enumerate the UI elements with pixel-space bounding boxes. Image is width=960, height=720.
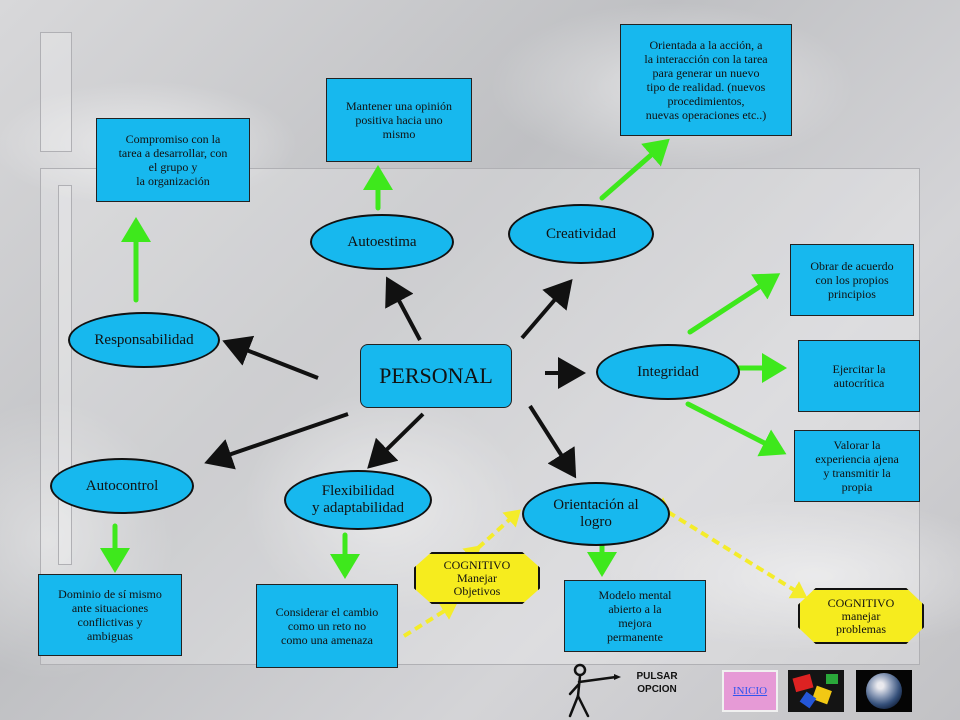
box-orientada: Orientada a la acción, a la interacción … <box>620 24 792 136</box>
arrow-to-autoestima <box>385 276 422 341</box>
blocks-thumbnail-button[interactable] <box>788 670 844 712</box>
box-mantener: Mantener una opinión positiva hacia uno … <box>326 78 472 162</box>
block-icon-green <box>826 674 838 684</box>
stick-figure-pointing-icon <box>568 663 621 718</box>
yellow-dash-orientacion-problemas <box>652 497 808 599</box>
box-considerar: Considerar el cambio como un reto no com… <box>256 584 398 668</box>
cognitive-problemas: COGNITIVO manejar problemas <box>798 588 924 644</box>
block-icon-red <box>792 673 814 693</box>
arrow-to-flexibilidad <box>367 412 425 469</box>
green-arrow-creatividad <box>599 138 670 201</box>
box-valorar: Valorar la experiencia ajena y transmiti… <box>794 430 920 502</box>
inicio-button[interactable]: INICIO <box>722 670 778 712</box>
node-creatividad: Creatividad <box>508 204 654 264</box>
green-arrow-obrar <box>687 273 781 335</box>
cognitive-objetivos: COGNITIVO Manejar Objetivos <box>414 552 540 604</box>
inicio-button-label: INICIO <box>732 685 768 697</box>
arrow-to-autocontrol <box>204 412 349 470</box>
arrow-to-creatividad <box>520 278 573 340</box>
green-arrow-valorar <box>685 401 787 457</box>
node-personal: PERSONAL <box>360 344 512 408</box>
box-modelo: Modelo mental abierto a la mejora perman… <box>564 580 706 652</box>
arrow-to-responsabilidad <box>222 335 319 380</box>
yellow-dash-considerar-objetivos <box>402 602 458 638</box>
earth-icon <box>866 673 902 709</box>
node-flexibilidad: Flexibilidad y adaptabilidad <box>284 470 432 530</box>
box-dominio: Dominio de sí mismo ante situaciones con… <box>38 574 182 656</box>
earth-thumbnail-button[interactable] <box>856 670 912 712</box>
yellow-dash-objetivos-orientacion <box>462 509 521 564</box>
arrow-to-orientacion <box>528 404 577 479</box>
node-orientacion: Orientación al logro <box>522 482 670 546</box>
box-compromiso: Compromiso con la tarea a desarrollar, c… <box>96 118 250 202</box>
node-autoestima: Autoestima <box>310 214 454 270</box>
node-autocontrol: Autocontrol <box>50 458 194 514</box>
box-ejercitar: Ejercitar la autocrítica <box>798 340 920 412</box>
pulsar-opcion-label: PULSAR OPCION <box>636 671 678 695</box>
box-obrar: Obrar de acuerdo con los propios princip… <box>790 244 914 316</box>
background-panel-left-top <box>40 32 72 152</box>
node-integridad: Integridad <box>596 344 740 400</box>
block-icon-yellow <box>812 685 832 705</box>
node-responsabilidad: Responsabilidad <box>68 312 220 368</box>
